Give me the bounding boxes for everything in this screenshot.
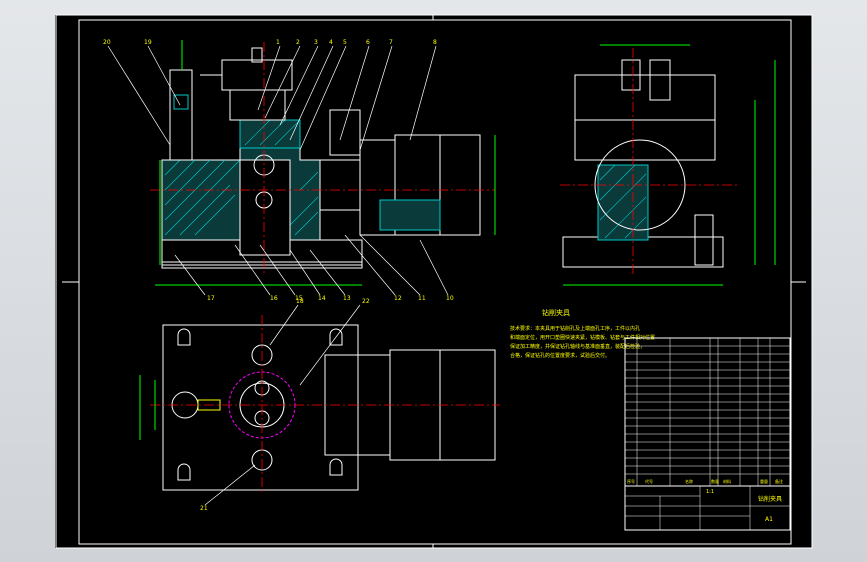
- balloon-21: 21: [200, 505, 208, 512]
- drawing-sheet[interactable]: [55, 15, 812, 548]
- plan-key: [197, 399, 221, 411]
- side-nut: [649, 59, 671, 101]
- balloon-11: 11: [418, 295, 426, 302]
- balloon-labels-top: 1 2 3 4 5 6 7 8 20 19 17 16 15 14 13 12 …: [103, 39, 454, 302]
- bom-h-no: 序号: [627, 478, 635, 484]
- side-screw: [621, 59, 641, 91]
- balloon-15: 15: [295, 295, 303, 302]
- balloon-8: 8: [433, 39, 437, 46]
- side-view: [560, 44, 776, 286]
- bom-grid: [625, 338, 790, 486]
- bom-frame: [624, 337, 791, 487]
- bom-h-code: 代号: [645, 478, 653, 484]
- bom-h-name: 名称: [685, 478, 693, 484]
- balloon-22: 22: [362, 298, 370, 305]
- balloon-4: 4: [329, 39, 333, 46]
- plan-tube-end: [439, 349, 496, 461]
- balloon-labels-plan: 18 22 21: [200, 298, 370, 512]
- front-section-view: [150, 40, 496, 286]
- title-block-title: 钻削夹具: [758, 495, 782, 503]
- side-bracket: [329, 109, 361, 156]
- side-support: [574, 119, 716, 161]
- notes-line-4: 合格，保证钻孔的位置度要求，试验后交付。: [510, 352, 610, 359]
- balloon-12: 12: [394, 295, 402, 302]
- tube-hatch: [379, 199, 441, 231]
- plan-slot-bl: [177, 463, 191, 481]
- title-block-sheet: A1: [765, 516, 773, 523]
- balloon-18: 18: [296, 298, 304, 305]
- balloon-14: 14: [318, 295, 326, 302]
- bom-h-qty: 数量: [711, 478, 719, 484]
- balloon-7: 7: [389, 39, 393, 46]
- balloon-6: 6: [366, 39, 370, 46]
- balloon-17: 17: [207, 295, 215, 302]
- balloon-5: 5: [343, 39, 347, 46]
- balloon-16: 16: [270, 295, 278, 302]
- title-block: 钻削夹具 A1 1:1: [624, 485, 791, 531]
- clamp-bracket: [221, 59, 293, 91]
- column-nut: [173, 94, 189, 110]
- plan-slot-br: [329, 458, 343, 476]
- leader-21: [204, 464, 256, 506]
- section-hatching: [164, 119, 319, 236]
- side-key: [694, 214, 714, 266]
- drill-bushing-block: [239, 119, 301, 149]
- bom-h-remark: 备注: [775, 478, 783, 484]
- outer-border: [55, 14, 813, 549]
- notes-title: 钻削夹具: [542, 308, 570, 317]
- balloon-13: 13: [343, 295, 351, 302]
- leader-22: [299, 304, 361, 386]
- bom-h-weight: 重量: [760, 478, 768, 484]
- notes-line-2: 和端面定位，用开口垫圈快速夹紧，钻模板、钻套与工件相对位置: [510, 334, 655, 341]
- balloon-2: 2: [296, 39, 300, 46]
- balloon-1: 1: [276, 39, 280, 46]
- balloon-10: 10: [446, 295, 454, 302]
- title-block-frame: [624, 485, 791, 531]
- plan-base: [162, 324, 359, 491]
- inner-frame: [78, 19, 792, 545]
- side-base: [562, 236, 724, 268]
- left-column: [169, 69, 193, 161]
- title-block-grid: [625, 486, 790, 530]
- side-column: [597, 164, 649, 241]
- clamp-block: [229, 89, 286, 121]
- leaders-top: [107, 45, 449, 296]
- balloon-19: 19: [144, 39, 152, 46]
- tube-adapter: [319, 159, 361, 211]
- plan-view: [139, 304, 500, 506]
- leader-18: [269, 304, 299, 346]
- base-foot: [161, 261, 363, 269]
- bom-header-row: 序号 代号 名称 数量 材料 重量 备注: [627, 478, 783, 484]
- tube-end: [439, 134, 481, 236]
- title-block-scale: 1:1: [706, 489, 714, 495]
- side-workpiece-circle: [594, 139, 686, 231]
- balloon-3: 3: [314, 39, 318, 46]
- clamp-screw: [251, 47, 263, 63]
- bill-of-materials: 序号 代号 名称 数量 材料 重量 备注: [624, 337, 791, 487]
- notes-line-1: 技术要求：本夹具用于钻削孔及上端面孔工序，工件以内孔: [510, 325, 640, 332]
- plan-slot-tl: [177, 328, 191, 346]
- notes-line-3: 保证加工精度，并保证钻孔轴线与基准面垂直，装配后检验，: [510, 343, 645, 350]
- bom-h-material: 材料: [723, 478, 731, 484]
- balloon-20: 20: [103, 39, 111, 46]
- side-hatching: [599, 164, 647, 239]
- side-clamp-block: [574, 74, 716, 121]
- plan-slot-tr: [329, 328, 343, 346]
- technical-notes: 钻削夹具 技术要求：本夹具用于钻削孔及上端面孔工序，工件以内孔 和端面定位，用开…: [510, 308, 655, 359]
